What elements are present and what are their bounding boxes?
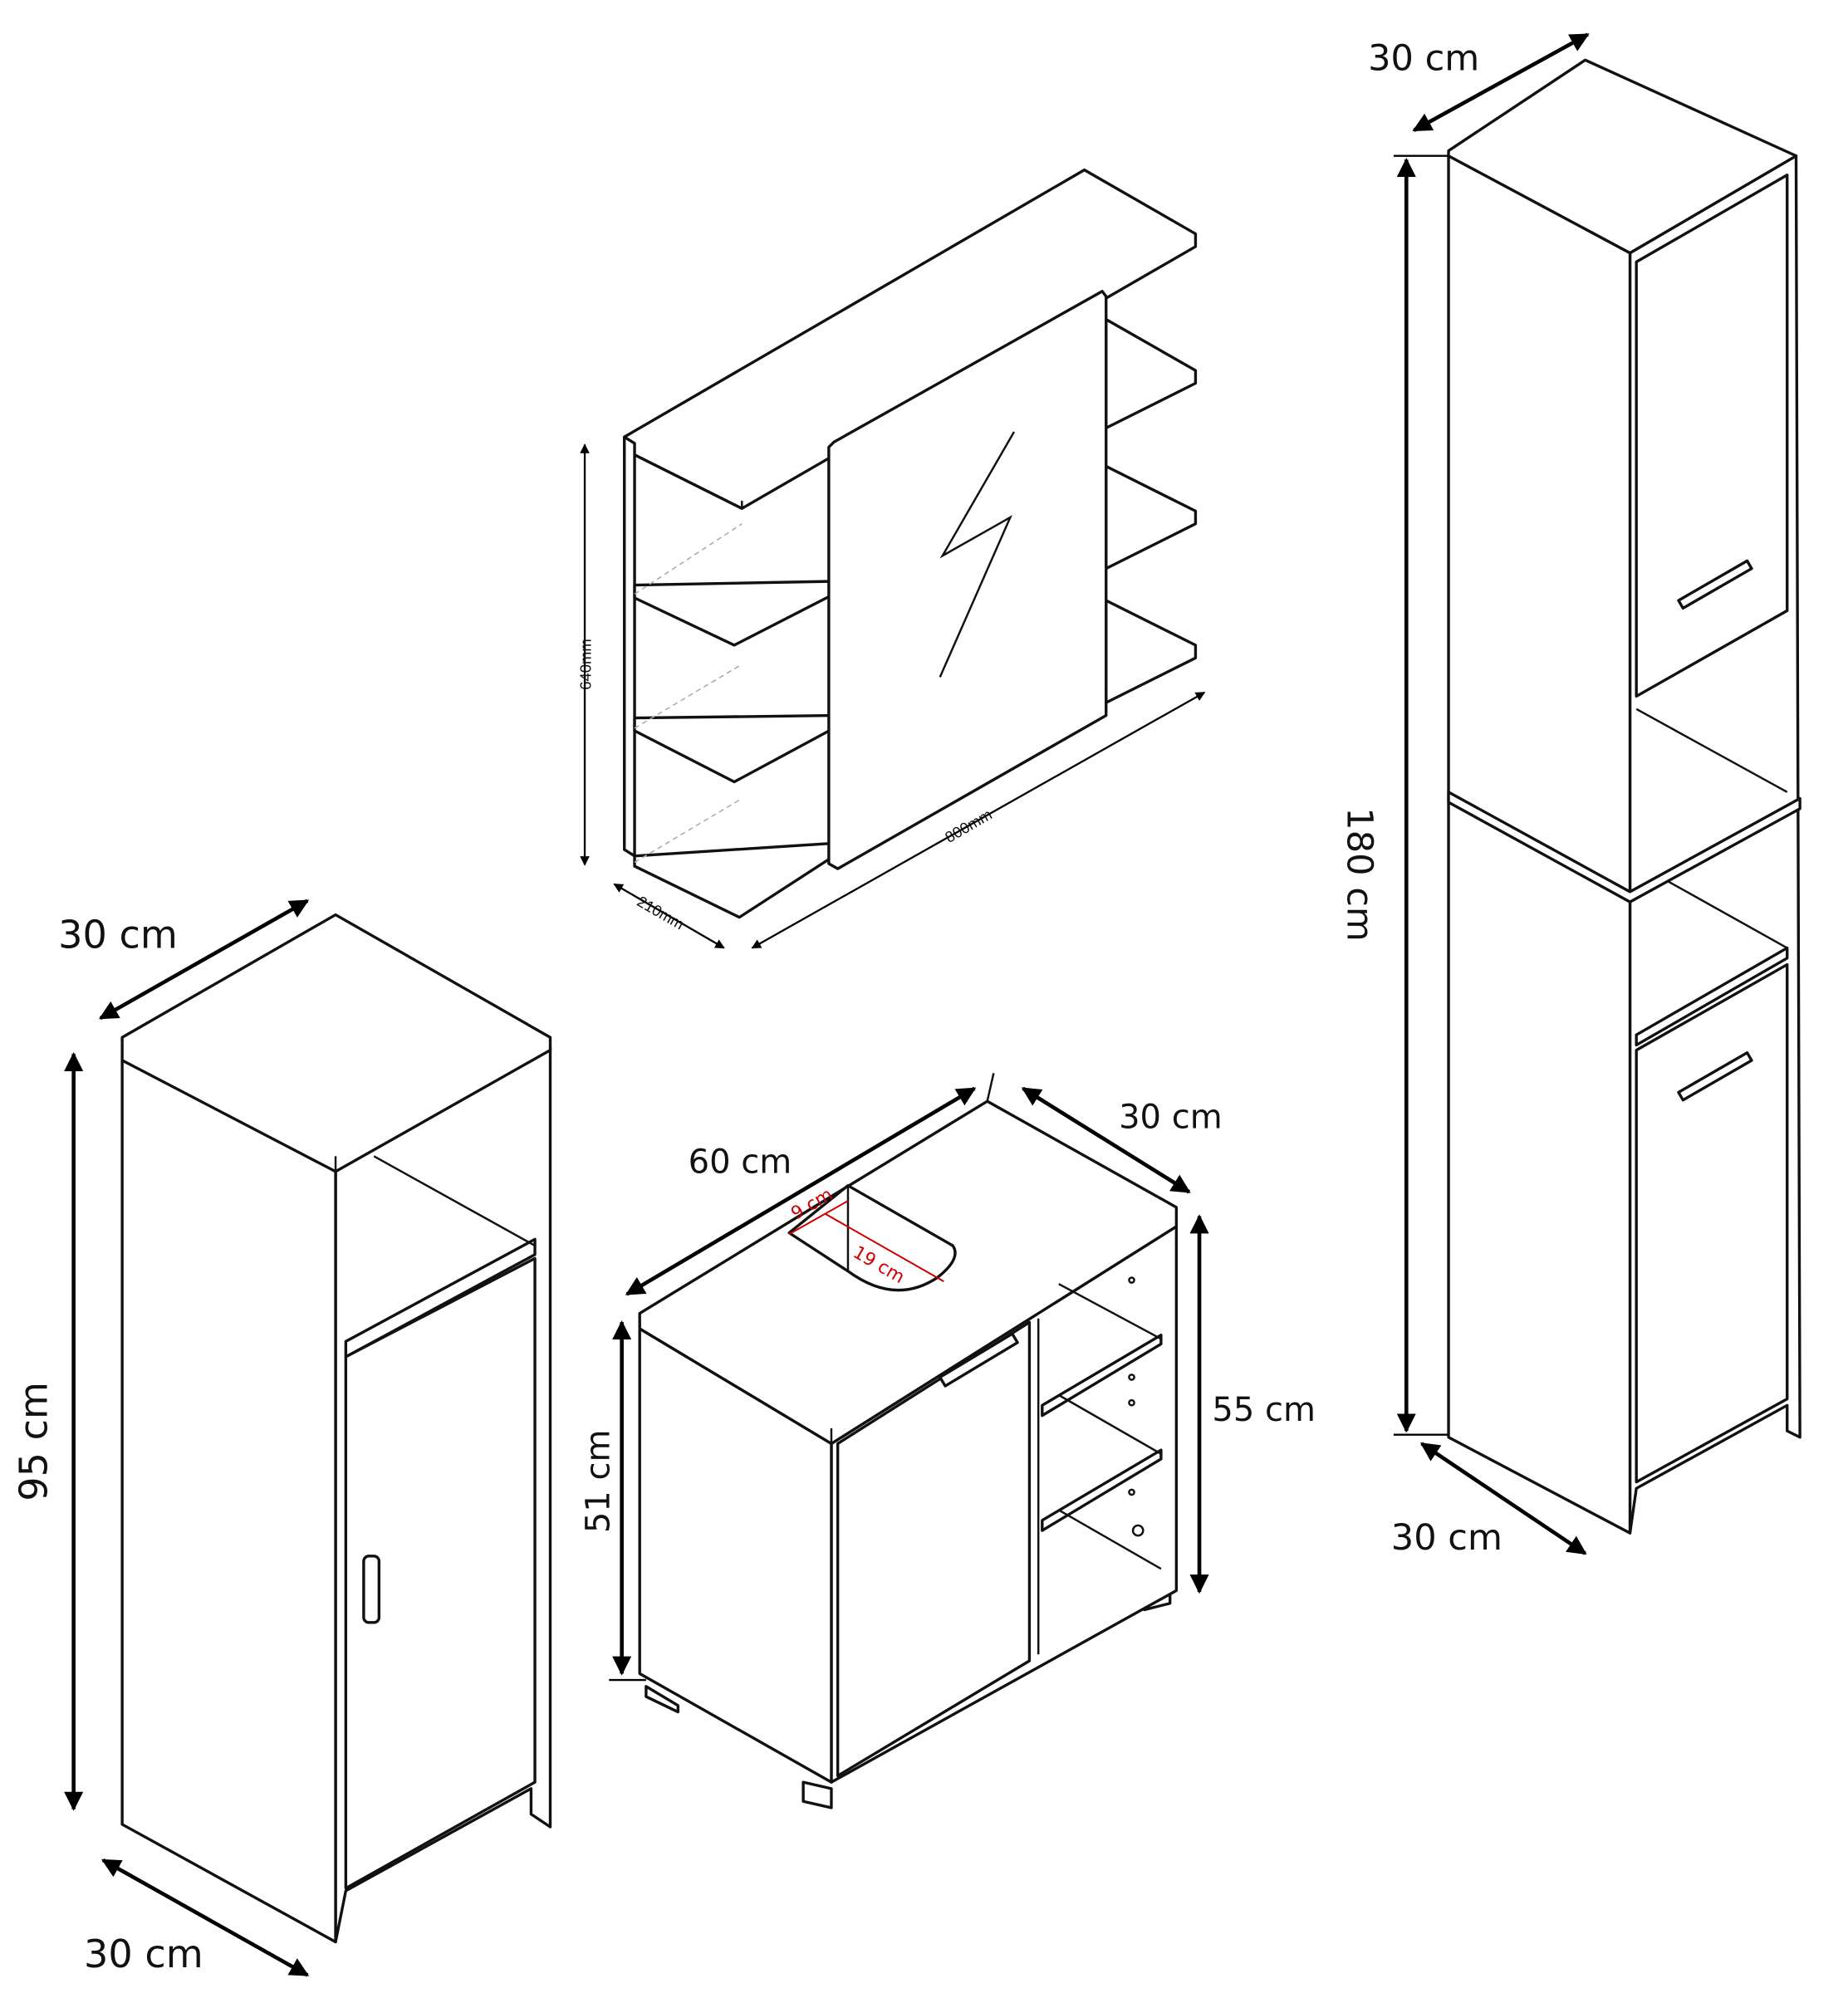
mirror-depth-label: 210mm [635,893,688,933]
sink-body-height-label: 51 cm [579,1430,617,1534]
door-handle [362,1555,381,1624]
low-cabinet-width-label: 30 cm [58,913,178,957]
mirror-width-label: 800mm [942,806,995,846]
door-handle [939,1332,1019,1388]
mirror-cabinet: 640mm 210mm 800mm [577,168,1206,949]
tall-cabinet-width-label: 30 cm [1368,38,1479,80]
low-cabinet: 30 cm 95 cm 30 cm [11,899,552,1977]
low-cabinet-depth-label: 30 cm [84,1932,203,1976]
tall-cabinet-height-label: 180 cm [1339,807,1380,942]
sink-cabinet: 9 cm 19 cm 60 cm 30 cm 55 cm 51 cm [579,1073,1316,1809]
sink-total-height-label: 55 cm [1212,1391,1316,1429]
tall-cabinet: 30 cm 180 cm 30 cm [1339,32,1801,1559]
door-handle [1677,1051,1753,1102]
sink-depth-label: 30 cm [1119,1098,1223,1136]
low-cabinet-height-label: 95 cm [11,1382,56,1501]
tall-cabinet-depth-label: 30 cm [1391,1517,1502,1559]
sink-width-label: 60 cm [689,1143,792,1181]
mirror-reflection-icon [939,431,1016,678]
mirror-height-label: 640mm [577,639,595,690]
door-handle [1677,559,1753,610]
